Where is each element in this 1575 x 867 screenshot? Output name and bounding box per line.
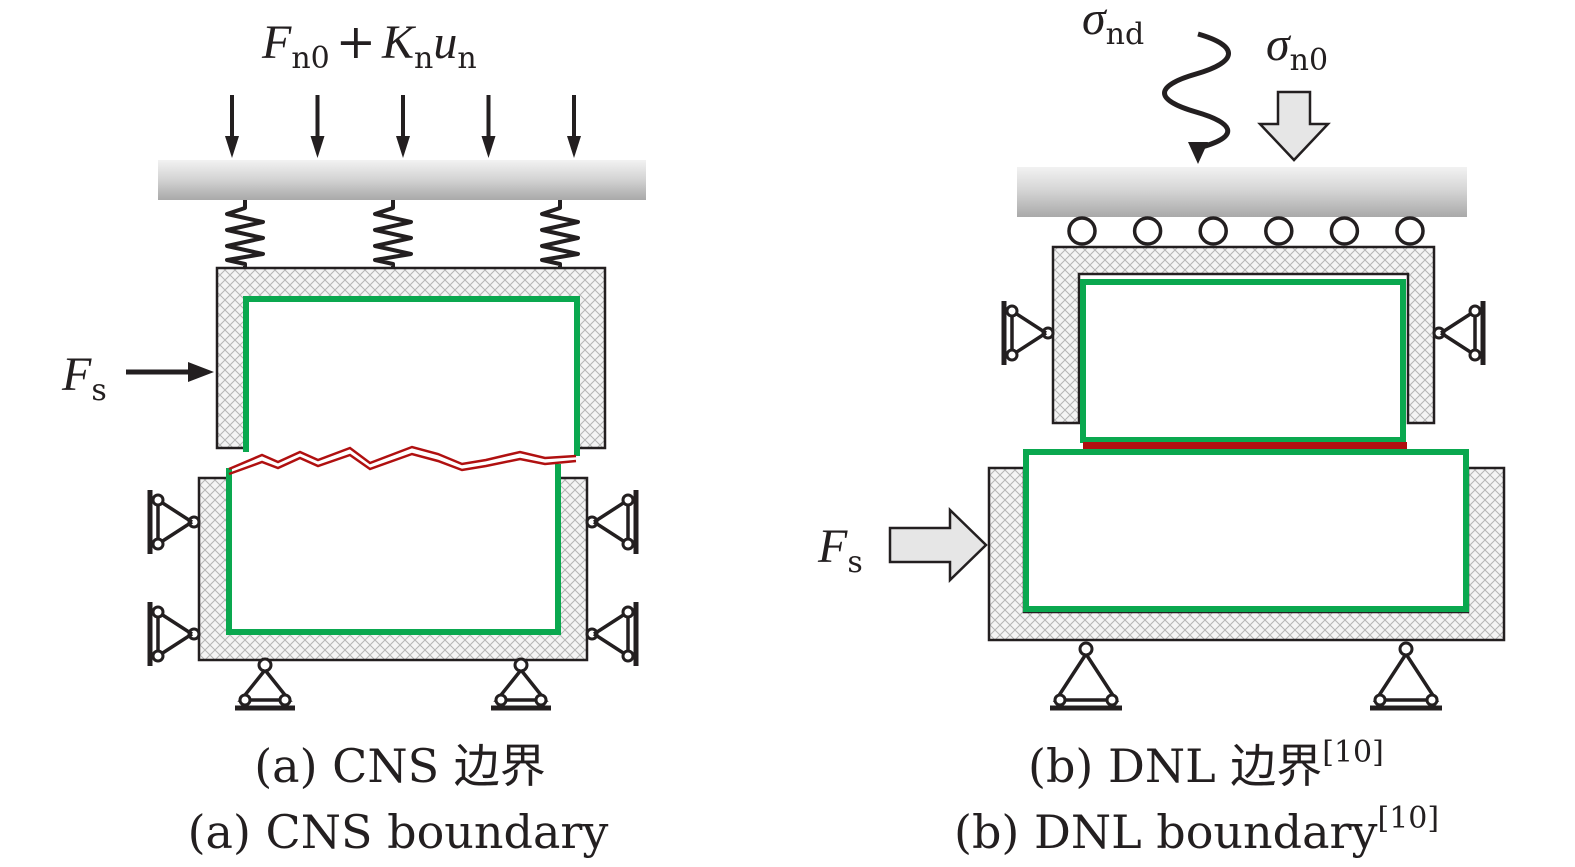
roller-icon bbox=[1395, 216, 1425, 246]
down-arrow-icon-group bbox=[225, 95, 581, 158]
side-support-icon bbox=[147, 602, 201, 666]
shear-block-arrow-icon bbox=[888, 507, 988, 583]
pin-support-icon bbox=[1050, 641, 1122, 711]
dynamic-stress-label: σnd bbox=[1082, 0, 1144, 52]
top-loading-plate bbox=[158, 160, 646, 200]
down-arrow-icon bbox=[481, 95, 496, 158]
down-arrow-icon bbox=[396, 95, 410, 158]
plus-sign: + bbox=[336, 14, 376, 70]
spring-icon bbox=[540, 198, 580, 272]
shear-force-label: Fs bbox=[61, 348, 107, 408]
caption-b-cn: (b) DNL 边界[10] bbox=[1028, 735, 1384, 793]
symbol-sigma: σ bbox=[1266, 18, 1292, 71]
down-arrow-icon bbox=[567, 95, 581, 158]
panel-b: σnd σn0 Fs bbox=[817, 0, 1506, 859]
upper-specimen-outline bbox=[1080, 279, 1406, 443]
pin-support-icon bbox=[1370, 641, 1442, 711]
roller-icon bbox=[1132, 216, 1163, 246]
pin-support-icon-group bbox=[1050, 641, 1442, 711]
static-stress-label: σn0 bbox=[1266, 18, 1328, 78]
spring-icon bbox=[225, 198, 265, 272]
panel-a: Fn0+Knun Fs (a) CNS 边界 bbox=[61, 14, 646, 859]
down-arrow-icon bbox=[225, 95, 239, 158]
side-support-icon bbox=[1001, 301, 1055, 365]
caption-b-cn-ref: [10] bbox=[1322, 735, 1384, 770]
symbol-u: u bbox=[433, 16, 457, 69]
block-arrow-icon bbox=[1257, 90, 1331, 162]
caption-a-cn: (a) CNS 边界 bbox=[254, 739, 546, 793]
symbol-F: F bbox=[817, 520, 848, 573]
spring-icon-group bbox=[225, 198, 580, 272]
roller-icon bbox=[1264, 216, 1294, 246]
symbol-F: F bbox=[261, 16, 292, 69]
caption-b-en-ref: [10] bbox=[1378, 801, 1440, 836]
roller-icon-group bbox=[1067, 216, 1425, 246]
side-support-icon bbox=[585, 490, 639, 554]
upper-specimen-outline bbox=[243, 296, 580, 456]
rough-joint bbox=[228, 445, 577, 476]
shear-arrow-icon bbox=[126, 362, 214, 382]
pin-support-icon bbox=[235, 657, 295, 711]
upper-shear-box bbox=[1051, 245, 1436, 425]
top-loading-plate bbox=[1017, 167, 1467, 217]
side-support-icon bbox=[147, 490, 201, 554]
subscript-n0: n0 bbox=[1290, 43, 1328, 78]
subscript-s: s bbox=[847, 545, 862, 580]
lower-shear-box bbox=[987, 466, 1506, 642]
roller-support-icon-group bbox=[147, 490, 639, 666]
symbol-sigma: σ bbox=[1082, 0, 1108, 45]
caption-b-en-text: (b) DNL boundary bbox=[954, 805, 1378, 859]
subscript-n-K: n bbox=[414, 41, 433, 76]
subscript-n-u: n bbox=[457, 41, 476, 76]
shear-force-label: Fs bbox=[817, 520, 863, 580]
side-support-icon bbox=[585, 602, 639, 666]
caption-a-en: (a) CNS boundary bbox=[188, 805, 609, 859]
spring-icon bbox=[373, 198, 413, 272]
subscript-nd: nd bbox=[1106, 17, 1145, 52]
lower-specimen-outline bbox=[1023, 449, 1469, 612]
caption-b-en: (b) DNL boundary[10] bbox=[954, 801, 1439, 859]
pin-support-icon bbox=[491, 657, 551, 711]
smooth-joint bbox=[1083, 442, 1407, 451]
roller-icon bbox=[1067, 216, 1097, 246]
subscript-n0: n0 bbox=[291, 41, 329, 76]
roller-icon bbox=[1329, 216, 1360, 246]
subscript-s: s bbox=[91, 373, 106, 408]
lower-specimen-outline bbox=[226, 464, 561, 635]
side-support-icon bbox=[1432, 301, 1486, 365]
caption-b-cn-text: (b) DNL 边界 bbox=[1028, 739, 1322, 793]
normal-load-label: Fn0+Knun bbox=[261, 14, 477, 76]
wavy-arrow-icon bbox=[1162, 31, 1231, 164]
symbol-K: K bbox=[381, 16, 417, 69]
symbol-F: F bbox=[61, 348, 92, 401]
down-arrow-icon bbox=[310, 95, 325, 158]
upper-shear-box bbox=[215, 266, 607, 450]
pin-support-icon-group bbox=[235, 657, 551, 711]
roller-icon bbox=[1198, 216, 1228, 246]
side-pin-support-icon-group bbox=[1001, 301, 1486, 365]
